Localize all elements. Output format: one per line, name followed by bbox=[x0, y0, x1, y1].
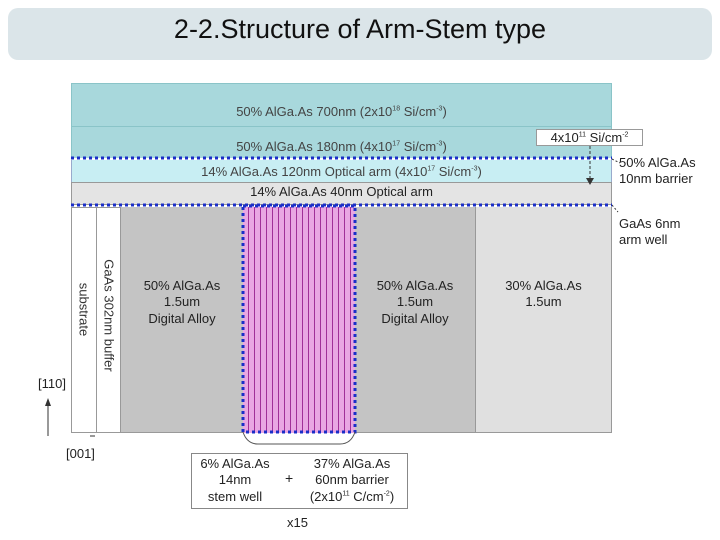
stem-dotted-box bbox=[241, 204, 357, 434]
stem-detail-box bbox=[191, 453, 408, 509]
well-line2: arm well bbox=[619, 232, 668, 248]
far-right-line2: 1.5um bbox=[525, 294, 562, 310]
stem-well-label: 6% AlGa.As 14nm stem well bbox=[195, 456, 275, 505]
axis-label-vertical: [110] bbox=[38, 376, 66, 391]
layer-700nm bbox=[71, 83, 612, 127]
stem-well-line3: stem well bbox=[207, 488, 263, 504]
doping-box bbox=[536, 129, 643, 146]
well-line1: GaAs 6nm bbox=[619, 216, 681, 231]
layer-180nm bbox=[71, 127, 612, 158]
left-alloy-line1: 50% AlGa.As bbox=[143, 278, 221, 293]
stem-brace bbox=[242, 431, 356, 445]
stem-region bbox=[243, 207, 355, 433]
stem-barrier-line2: 60nm barrier bbox=[315, 472, 389, 488]
left-alloy-label: 50% AlGa.As 1.5um Digital Alloy bbox=[121, 278, 243, 327]
layer-700nm-label: 50% AlGa.As 700nm (2x1018 Si/cm-3) bbox=[236, 104, 447, 119]
right-alloy-line3: Digital Alloy bbox=[381, 310, 449, 326]
substrate-column bbox=[71, 207, 97, 433]
barrier-label: 50% AlGa.As 10nm barrier bbox=[619, 155, 696, 188]
layer-40nm-label: 14% AlGa.As 40nm Optical arm bbox=[250, 184, 433, 199]
repeat-count: x15 bbox=[287, 515, 308, 530]
layer-120nm-arm bbox=[71, 160, 612, 182]
well-label: GaAs 6nm arm well bbox=[619, 216, 680, 249]
far-right-line1: 30% AlGa.As bbox=[505, 278, 582, 293]
stem-barrier-doping: (2x1011 C/cm-2) bbox=[309, 488, 395, 504]
well-pointer bbox=[611, 204, 619, 213]
far-right-label: 30% AlGa.As 1.5um bbox=[475, 278, 612, 311]
axis-label-horizontal: [001] bbox=[66, 446, 95, 461]
left-alloy-line2: 1.5um bbox=[163, 294, 201, 310]
doping-arrowhead bbox=[586, 178, 594, 185]
buffer-column bbox=[97, 207, 121, 433]
axis-arrowhead-vertical bbox=[45, 398, 51, 406]
right-alloy-line2: 1.5um bbox=[396, 294, 434, 310]
layer-180nm-label: 50% AlGa.As 180nm (4x1017 Si/cm-3) bbox=[236, 139, 447, 154]
left-alloy-column bbox=[121, 207, 243, 433]
far-right-column bbox=[475, 207, 612, 433]
barrier-line1: 50% AlGa.As bbox=[619, 155, 696, 170]
stem-plus: + bbox=[285, 470, 294, 486]
title-bar bbox=[8, 8, 712, 60]
stem-barrier-label: 37% AlGa.As 60nm barrier (2x1011 C/cm-2) bbox=[300, 456, 404, 505]
barrier-line2: 10nm barrier bbox=[619, 171, 693, 187]
right-alloy-label: 50% AlGa.As 1.5um Digital Alloy bbox=[355, 278, 475, 327]
stem-well-line1: 6% AlGa.As bbox=[200, 456, 270, 471]
right-alloy-column bbox=[355, 207, 475, 433]
stem-barrier-line1: 37% AlGa.As bbox=[313, 456, 391, 471]
layer-120nm-label: 14% AlGa.As 120nm Optical arm (4x1017 Si… bbox=[201, 164, 482, 179]
page-title: 2-2.Structure of Arm-Stem type bbox=[173, 14, 547, 44]
doping-box-label: 4x1011 Si/cm-2 bbox=[550, 130, 629, 145]
barrier-pointer bbox=[611, 158, 621, 164]
left-alloy-line3: Digital Alloy bbox=[148, 310, 216, 326]
stem-well-line2: 14nm bbox=[218, 472, 252, 488]
right-alloy-line1: 50% AlGa.As bbox=[376, 278, 454, 293]
